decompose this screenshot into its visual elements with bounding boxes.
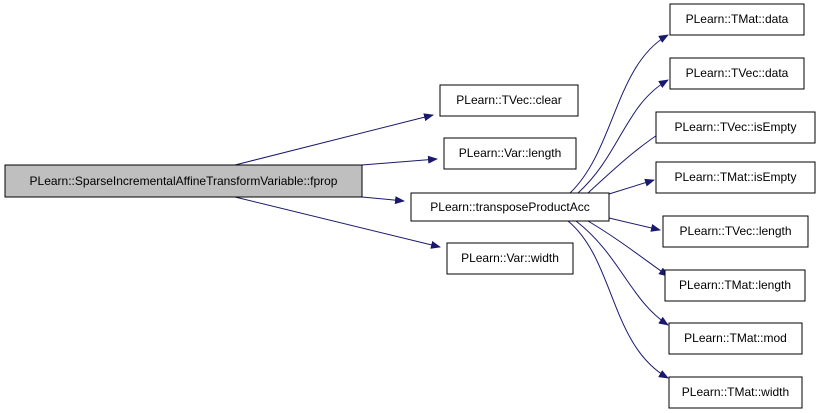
node-var-length-label: PLearn::Var::length [459, 146, 562, 160]
node-tvec-length-label: PLearn::TVec::length [679, 224, 791, 238]
node-var-length[interactable]: PLearn::Var::length [443, 137, 577, 170]
nodes: PLearn::SparseIncrementalAffineTransform… [4, 3, 816, 409]
node-tmat-length[interactable]: PLearn::TMat::length [664, 269, 806, 302]
edge-root-to-transpose [361, 196, 405, 205]
edge-transpose-to-tvec-data [577, 79, 669, 194]
node-tmat-isempty-label: PLearn::TMat::isEmpty [674, 170, 796, 184]
node-tmat-data[interactable]: PLearn::TMat::data [669, 3, 805, 36]
edge-root-to-var-width [234, 196, 441, 249]
edge-root-to-var-length [361, 155, 438, 166]
edge-transpose-to-tmat-mod [575, 220, 669, 326]
node-tmat-isempty[interactable]: PLearn::TMat::isEmpty [655, 161, 816, 194]
node-tvec-clear[interactable]: PLearn::TVec::clear [439, 84, 579, 117]
edge-transpose-to-tvec-length [608, 217, 661, 232]
edge-root-to-tvec-clear [234, 113, 434, 166]
node-tvec-clear-label: PLearn::TVec::clear [456, 93, 561, 107]
node-tvec-isempty[interactable]: PLearn::TVec::isEmpty [655, 111, 816, 144]
node-transpose-label: PLearn::transposeProductAcc [430, 200, 589, 214]
node-transpose[interactable]: PLearn::transposeProductAcc [410, 192, 610, 222]
node-root[interactable]: PLearn::SparseIncrementalAffineTransform… [4, 164, 363, 198]
node-tvec-data[interactable]: PLearn::TVec::data [669, 57, 805, 90]
node-root-label: PLearn::SparseIncrementalAffineTransform… [30, 174, 338, 188]
edge-transpose-to-tmat-width [567, 220, 669, 379]
node-tmat-mod[interactable]: PLearn::TMat::mod [668, 322, 803, 355]
edges [234, 34, 669, 379]
node-tvec-isempty-label: PLearn::TVec::isEmpty [674, 120, 796, 134]
node-tmat-length-label: PLearn::TMat::length [679, 278, 791, 292]
node-tmat-data-label: PLearn::TMat::data [686, 12, 789, 26]
node-var-width[interactable]: PLearn::Var::width [446, 242, 574, 275]
node-tmat-mod-label: PLearn::TMat::mod [684, 331, 787, 345]
edge-transpose-to-tmat-data [569, 34, 669, 194]
edge-transpose-to-tmat-length [587, 220, 669, 277]
node-tvec-data-label: PLearn::TVec::data [686, 66, 789, 80]
node-tvec-length[interactable]: PLearn::TVec::length [662, 215, 809, 248]
node-tmat-width[interactable]: PLearn::TMat::width [668, 376, 803, 409]
edge-transpose-to-tmat-isempty [608, 178, 655, 195]
node-tmat-width-label: PLearn::TMat::width [682, 385, 789, 399]
node-var-width-label: PLearn::Var::width [461, 251, 559, 265]
